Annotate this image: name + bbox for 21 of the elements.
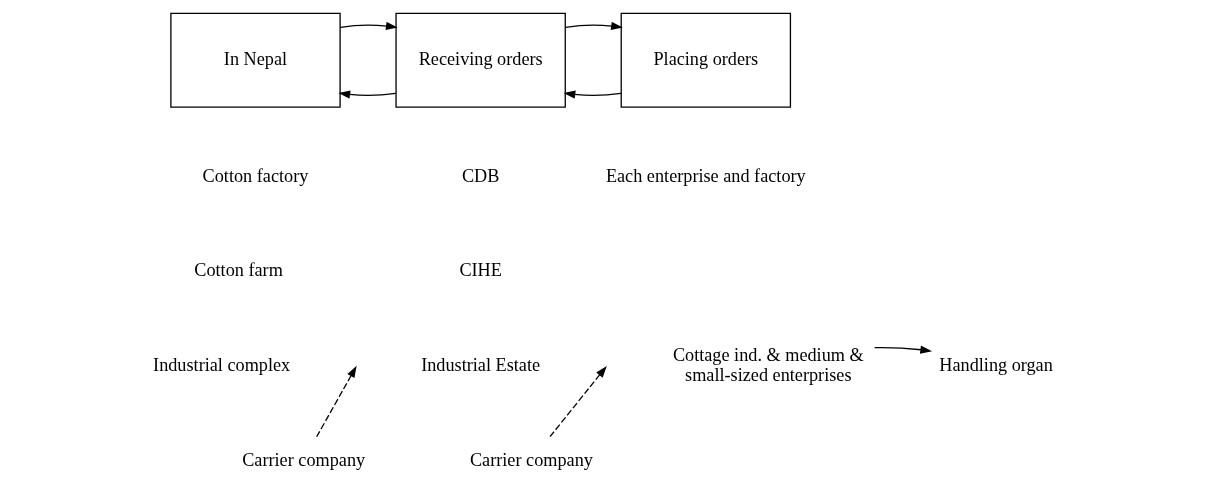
label: Industrial complex	[152, 354, 290, 375]
node-text: Handling organ	[938, 354, 1053, 375]
label: Cotton farm	[193, 259, 283, 280]
node-text: Carrier company	[241, 449, 365, 470]
arrow	[564, 21, 623, 31]
label: CDB	[461, 166, 499, 187]
node-box: Receiving orders	[394, 12, 566, 108]
node-text: Cottage ind. & medium & small-sized enterprises	[672, 345, 864, 385]
label: Each enterprise and factory	[605, 166, 806, 187]
label: Cotton factory	[202, 166, 308, 187]
arrow	[873, 345, 932, 354]
node-box: Placing orders	[620, 12, 791, 108]
arrow	[339, 21, 398, 31]
arrow	[315, 365, 357, 439]
node-box: In Nepal	[169, 12, 341, 108]
node-text: Carrier company	[469, 449, 593, 470]
arrow	[337, 90, 396, 99]
arrow	[548, 365, 607, 439]
label: CIHE	[458, 259, 502, 280]
arrow	[563, 90, 622, 99]
label: Industrial Estate	[420, 354, 540, 375]
